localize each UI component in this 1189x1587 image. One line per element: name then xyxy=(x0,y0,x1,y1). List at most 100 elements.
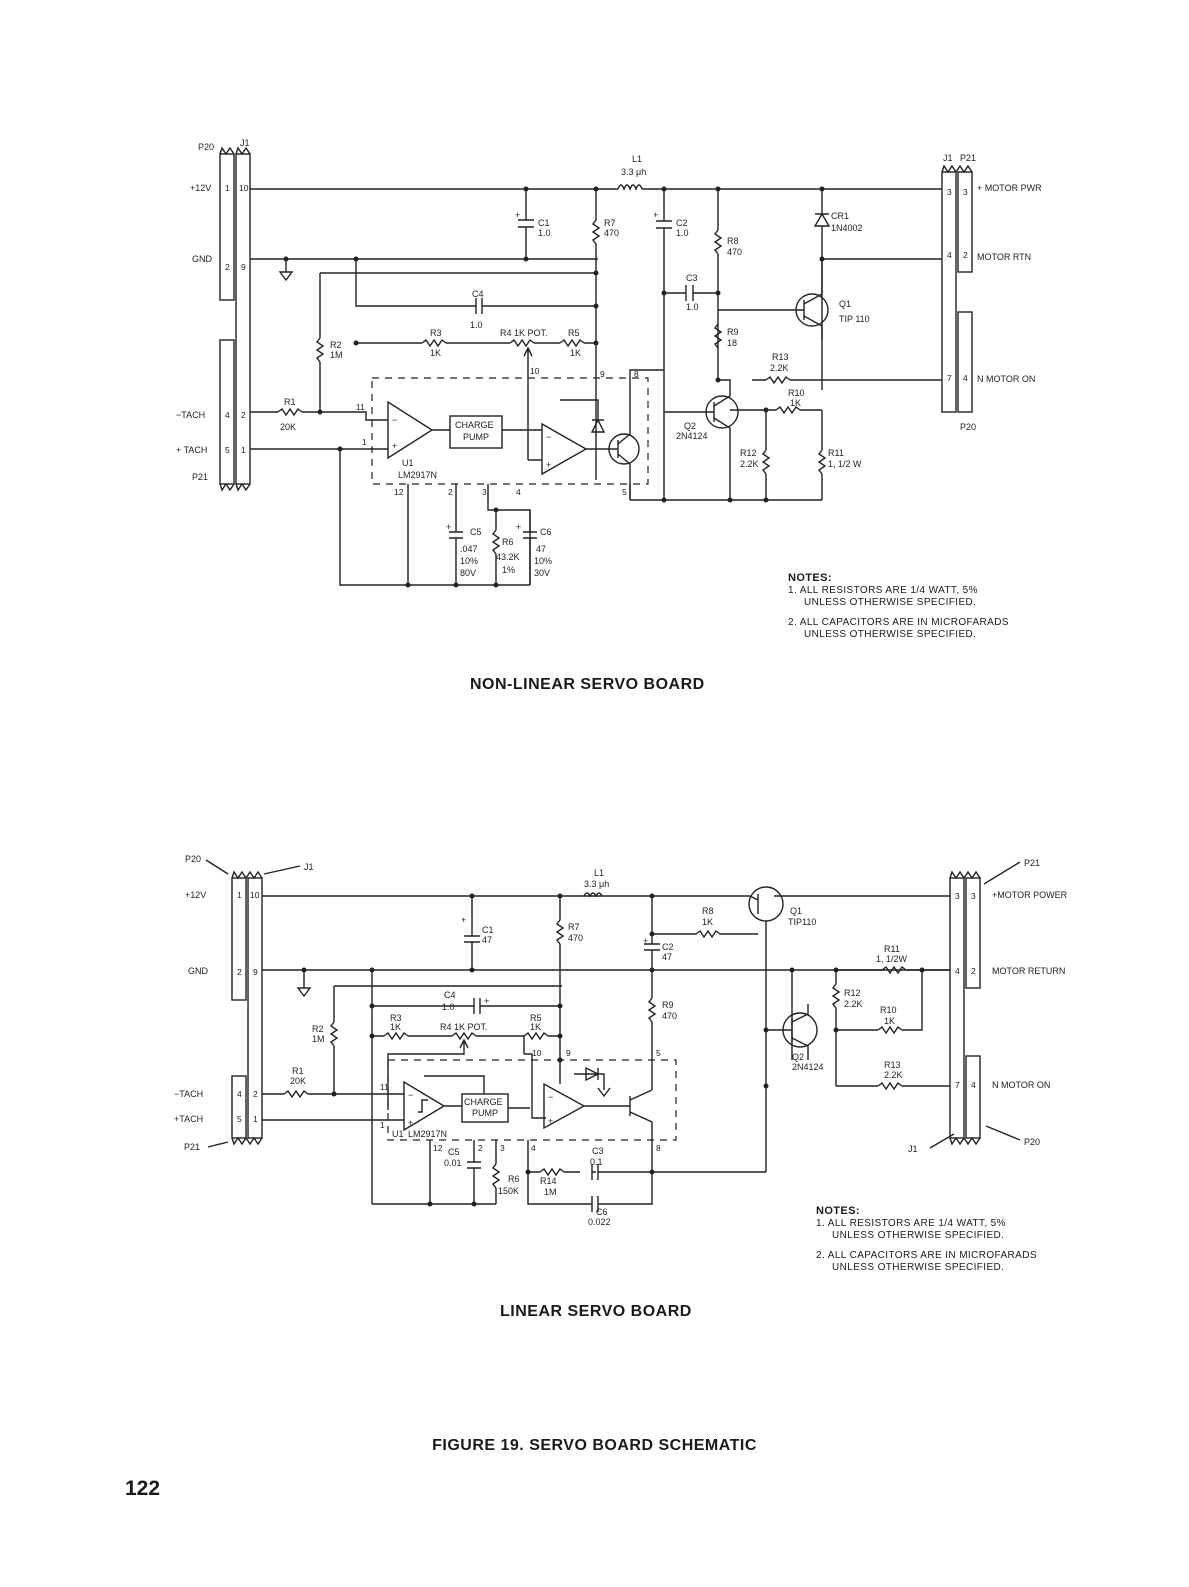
svg-text:LM2917N: LM2917N xyxy=(408,1129,447,1139)
page-number: 122 xyxy=(125,1477,161,1500)
svg-text:R10: R10 xyxy=(880,1005,897,1015)
svg-text:Q2: Q2 xyxy=(792,1052,804,1062)
svg-text:R6: R6 xyxy=(502,537,514,547)
svg-text:3: 3 xyxy=(971,891,976,901)
svg-text:L1: L1 xyxy=(594,868,604,878)
svg-text:1.0: 1.0 xyxy=(538,228,551,238)
svg-text:7: 7 xyxy=(955,1080,960,1090)
svg-text:1K: 1K xyxy=(790,398,801,408)
top-12v-label: +12V xyxy=(190,183,211,193)
svg-text:18: 18 xyxy=(727,338,737,348)
svg-text:R11: R11 xyxy=(884,944,900,954)
svg-text:CHARGE: CHARGE xyxy=(464,1097,503,1107)
svg-text:2.2K: 2.2K xyxy=(740,459,759,469)
svg-text:P20: P20 xyxy=(1024,1137,1040,1147)
bottom-junctions xyxy=(301,893,925,1207)
svg-text:C1: C1 xyxy=(538,218,550,228)
svg-text:3: 3 xyxy=(500,1143,505,1153)
svg-text:R8: R8 xyxy=(702,906,714,916)
svg-text:J1: J1 xyxy=(943,153,953,163)
svg-text:R4 1K POT.: R4 1K POT. xyxy=(440,1022,488,1032)
svg-text:C3: C3 xyxy=(686,273,698,283)
svg-text:R1: R1 xyxy=(284,397,296,407)
top-wiring: C4 1.0 − + CHARGE PUMP − + xyxy=(250,184,942,586)
svg-text:1: 1 xyxy=(253,1114,258,1124)
top-motor-rtn-label: MOTOR RTN xyxy=(977,252,1031,262)
svg-text:0.022: 0.022 xyxy=(588,1217,611,1227)
bottom-notes: NOTES: 1. ALL RESISTORS ARE 1/4 WATT, 5%… xyxy=(816,1205,1037,1273)
top-tach-pos-label: + TACH xyxy=(176,445,207,455)
svg-text:12: 12 xyxy=(394,487,404,497)
svg-text:2: 2 xyxy=(448,487,453,497)
bottom-motor-power-label: +MOTOR POWER xyxy=(992,890,1068,900)
svg-text:9: 9 xyxy=(566,1048,571,1058)
top-right-connector: J1 P21 + MOTOR PWR MOTOR RTN N MOTOR ON … xyxy=(941,153,1042,432)
svg-text:R1: R1 xyxy=(292,1066,304,1076)
bottom-board-title: LINEAR SERVO BOARD xyxy=(500,1303,692,1320)
svg-text:R13: R13 xyxy=(884,1060,901,1070)
svg-text:+: + xyxy=(461,915,466,925)
svg-text:R5: R5 xyxy=(530,1013,542,1023)
svg-text:4: 4 xyxy=(516,487,521,497)
svg-text:3.3 μh: 3.3 μh xyxy=(621,167,646,177)
svg-text:20K: 20K xyxy=(280,422,296,432)
svg-text:R3: R3 xyxy=(390,1013,402,1023)
svg-text:5: 5 xyxy=(225,445,230,455)
svg-text:R6: R6 xyxy=(508,1174,520,1184)
svg-text:47: 47 xyxy=(662,952,672,962)
svg-text:470: 470 xyxy=(568,933,583,943)
svg-text:1: 1 xyxy=(225,183,230,193)
svg-text:1.0: 1.0 xyxy=(470,320,483,330)
svg-text:C4: C4 xyxy=(444,990,456,1000)
svg-text:1.0: 1.0 xyxy=(686,302,699,312)
svg-text:C4: C4 xyxy=(472,289,484,299)
svg-text:1M: 1M xyxy=(312,1034,325,1044)
svg-text:10: 10 xyxy=(530,366,540,376)
svg-text:TIP 110: TIP 110 xyxy=(839,314,870,324)
svg-text:470: 470 xyxy=(604,228,619,238)
svg-text:43.2K: 43.2K xyxy=(496,552,520,562)
svg-text:+: + xyxy=(515,210,520,220)
svg-text:1K: 1K xyxy=(390,1022,401,1032)
svg-text:2.2K: 2.2K xyxy=(770,363,789,373)
svg-text:R12: R12 xyxy=(844,988,861,998)
svg-text:P21: P21 xyxy=(960,153,976,163)
svg-text:+: + xyxy=(548,1116,553,1126)
svg-text:R13: R13 xyxy=(772,352,789,362)
svg-text:+: + xyxy=(392,441,397,451)
svg-text:30V: 30V xyxy=(534,568,550,578)
svg-text:7: 7 xyxy=(947,373,952,383)
bottom-schematic: P20 J1 +12V GND −TACH +TACH P21 1 10 2 9… xyxy=(174,854,1068,1227)
top-n-motor-on-label: N MOTOR ON xyxy=(977,374,1035,384)
bottom-wiring: − + CHARGE PUMP − + xyxy=(262,886,950,1212)
svg-text:10: 10 xyxy=(239,183,249,193)
svg-text:1K: 1K xyxy=(530,1022,541,1032)
svg-text:2N4124: 2N4124 xyxy=(792,1062,824,1072)
svg-text:+: + xyxy=(516,522,521,532)
svg-text:4: 4 xyxy=(963,373,968,383)
bottom-12v-label: +12V xyxy=(185,890,206,900)
svg-text:+: + xyxy=(408,1118,413,1128)
svg-text:R9: R9 xyxy=(727,327,739,337)
svg-text:+: + xyxy=(653,210,658,220)
svg-text:0.01: 0.01 xyxy=(444,1158,462,1168)
svg-text:Q1: Q1 xyxy=(790,906,802,916)
svg-text:8: 8 xyxy=(634,369,639,379)
svg-text:12: 12 xyxy=(433,1143,443,1153)
svg-text:R7: R7 xyxy=(568,922,580,932)
top-p20-label: P20 xyxy=(198,142,214,152)
svg-text:2.2K: 2.2K xyxy=(844,999,863,1009)
svg-text:1M: 1M xyxy=(330,350,343,360)
svg-text:2: 2 xyxy=(478,1143,483,1153)
top-left-connector: P20 J1 +12V GND −TACH + TACH P21 1 10 2 … xyxy=(176,138,251,492)
svg-text:−: − xyxy=(392,415,397,425)
bottom-right-connector: P21 +MOTOR POWER MOTOR RETURN N MOTOR ON… xyxy=(908,858,1068,1154)
svg-text:R12: R12 xyxy=(740,448,757,458)
svg-text:Q2: Q2 xyxy=(684,421,696,431)
svg-text:+: + xyxy=(643,936,648,946)
svg-text:9: 9 xyxy=(600,369,605,379)
svg-text:U1: U1 xyxy=(392,1129,404,1139)
svg-text:LM2917N: LM2917N xyxy=(398,470,437,480)
svg-text:R7: R7 xyxy=(604,218,616,228)
svg-text:4: 4 xyxy=(947,250,952,260)
